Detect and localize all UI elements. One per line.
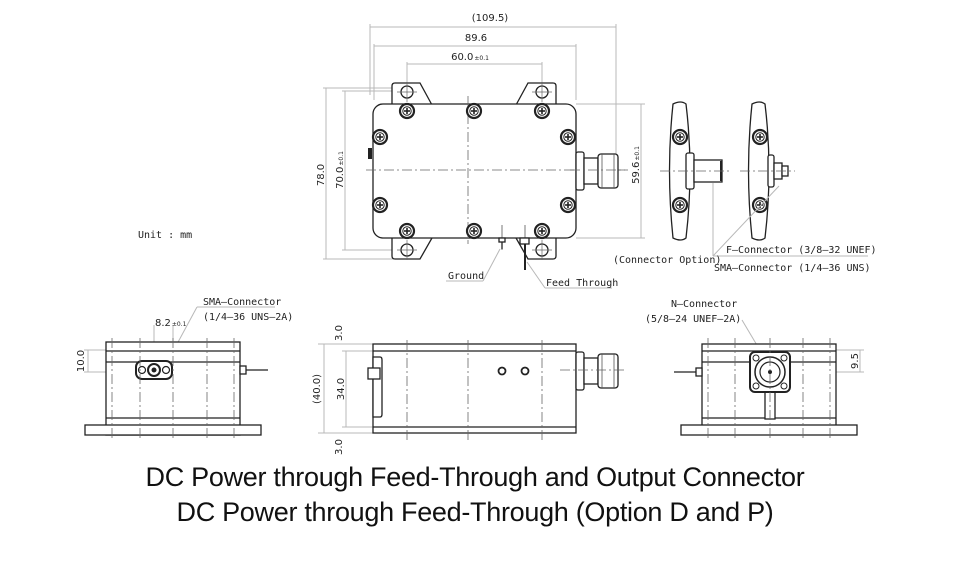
dim-overall-height: (40.0) [312,374,323,404]
dim-side-height: 34.0 [336,378,347,400]
caption-line-1: DC Power through Feed-Through and Output… [145,462,805,492]
dim-body-height: 59.6±0.1 [631,146,642,184]
sma-connector-view [740,101,795,241]
n-connector-side [575,351,619,391]
feed-through-label: Feed Through [546,278,618,289]
screw-icon [371,196,389,214]
screw-icon [398,222,416,240]
sma-thread-label: (1/4–36 UNS–2A) [203,312,293,323]
connector-option-label: (Connector Option) [613,255,721,266]
dim-hole-height: 70.0±0.1 [335,151,346,189]
screw-icon [371,128,389,146]
sma-connector-option-label: SMA–Connector (1/4–36 UNS) [714,263,871,274]
ground-label: Ground [448,271,484,282]
top-dimension-lines [323,24,645,260]
f-connector-label: F–Connector (3/8–32 UNEF) [726,245,877,256]
screw-icon [465,222,483,240]
caption-line-2: DC Power through Feed-Through (Option D … [176,497,774,527]
screw-icon [533,102,551,120]
n-connector-top [570,151,625,191]
screw-icon [559,128,577,146]
screw-icon [398,102,416,120]
side-view: 3.0 34.0 (40.0) 3.0 [312,325,625,455]
n-thread-label: (5/8–24 UNEF–2A) [645,314,741,325]
connector-options: (Connector Option) F–Connector (3/8–32 U… [613,101,877,274]
screw-icon [465,102,483,120]
dim-hole-spacing: 60.0±0.1 [451,52,489,63]
dim-n-connector-height: 9.5 [850,353,861,369]
dim-body-width: 89.6 [465,33,487,44]
dim-top-flange: 3.0 [334,325,345,341]
n-connector-label: N–Connector [671,299,737,310]
sma-connector-label: SMA–Connector [203,297,281,308]
screw-icon [559,196,577,214]
top-view: (109.5) 89.6 60.0±0.1 78.0 70.0±0.1 59.6… [316,13,645,289]
ground-terminal [498,225,506,250]
housing-body [372,103,577,239]
dim-sma-offset: 8.2±0.1 [155,318,187,329]
unit-note: Unit : mm [138,230,192,241]
left-end-view: 10.0 8.2±0.1 SMA–Connector (1/4–36 UNS–2… [76,297,293,440]
dim-overall-width: (109.5) [472,13,509,24]
feed-through-terminal [519,225,530,270]
dim-flange-height: 78.0 [316,164,327,186]
screw-icon [533,222,551,240]
side-sma-connector [368,148,372,159]
dim-bottom-flange: 3.0 [334,439,345,455]
f-connector-view [660,101,730,241]
dim-sma-height: 10.0 [76,350,87,372]
right-end-view: 9.5 N–Connector (5/8–24 UNEF–2A) [645,299,864,440]
